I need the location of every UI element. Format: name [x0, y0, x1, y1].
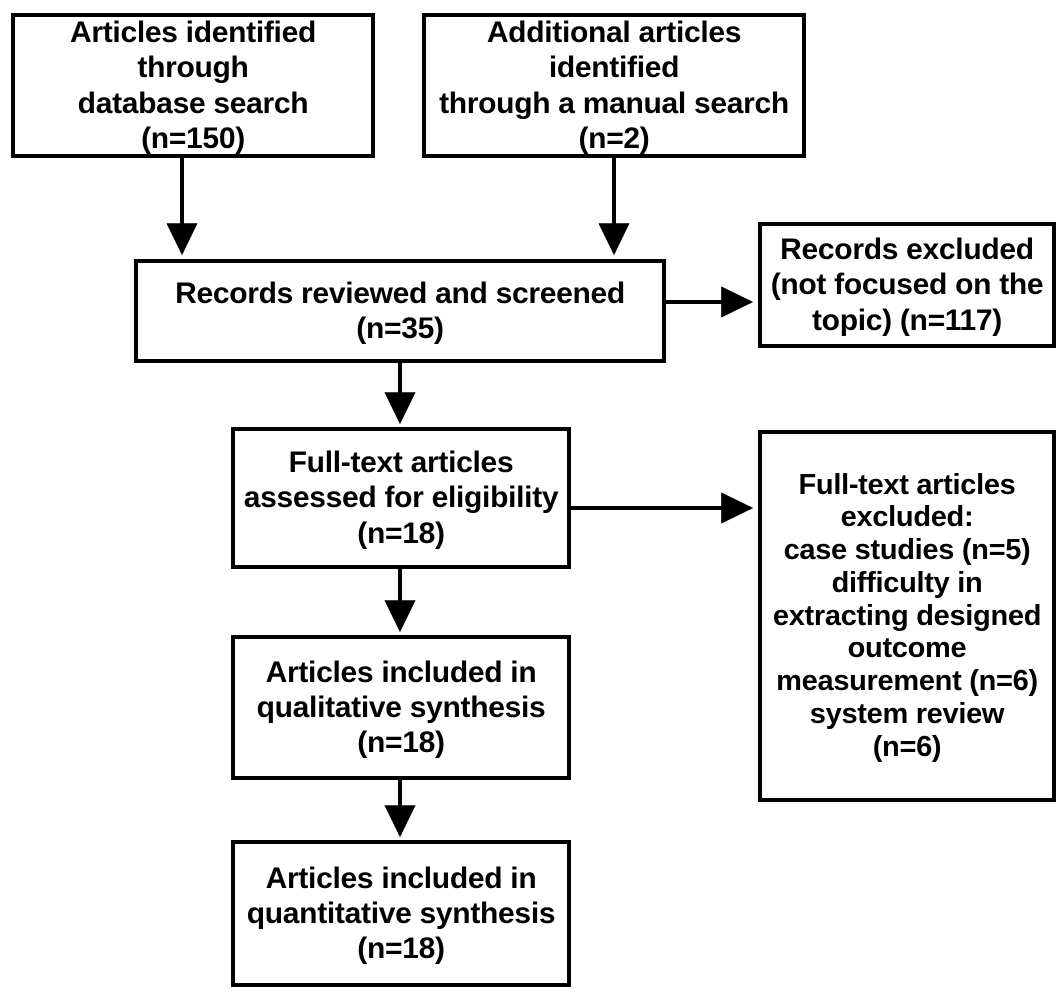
- node-identified-manual-label: Additional articles identified through a…: [439, 16, 789, 155]
- node-included-qualitative: Articles included in qualitative synthes…: [231, 635, 571, 780]
- node-included-qualitative-label: Articles included in qualitative synthes…: [256, 655, 546, 760]
- node-identified-database-label: Articles identified through database sea…: [69, 16, 317, 155]
- node-fulltext-excluded-label: Full-text articles excluded: case studie…: [772, 468, 1042, 763]
- node-included-quantitative: Articles included in quantitative synthe…: [231, 840, 571, 987]
- node-records-screened: Records reviewed and screened (n=35): [134, 259, 666, 363]
- node-records-excluded-label: Records excluded (not focused on the top…: [770, 233, 1044, 337]
- node-included-quantitative-label: Articles included in quantitative synthe…: [246, 861, 556, 966]
- node-identified-database: Articles identified through database sea…: [11, 13, 375, 158]
- node-records-screened-label: Records reviewed and screened (n=35): [175, 276, 625, 345]
- node-fulltext-assessed-label: Full-text articles assessed for eligibil…: [243, 446, 559, 550]
- node-fulltext-excluded: Full-text articles excluded: case studie…: [758, 430, 1056, 802]
- node-identified-manual: Additional articles identified through a…: [422, 13, 806, 158]
- node-fulltext-assessed: Full-text articles assessed for eligibil…: [231, 427, 571, 569]
- node-records-excluded: Records excluded (not focused on the top…: [758, 222, 1056, 348]
